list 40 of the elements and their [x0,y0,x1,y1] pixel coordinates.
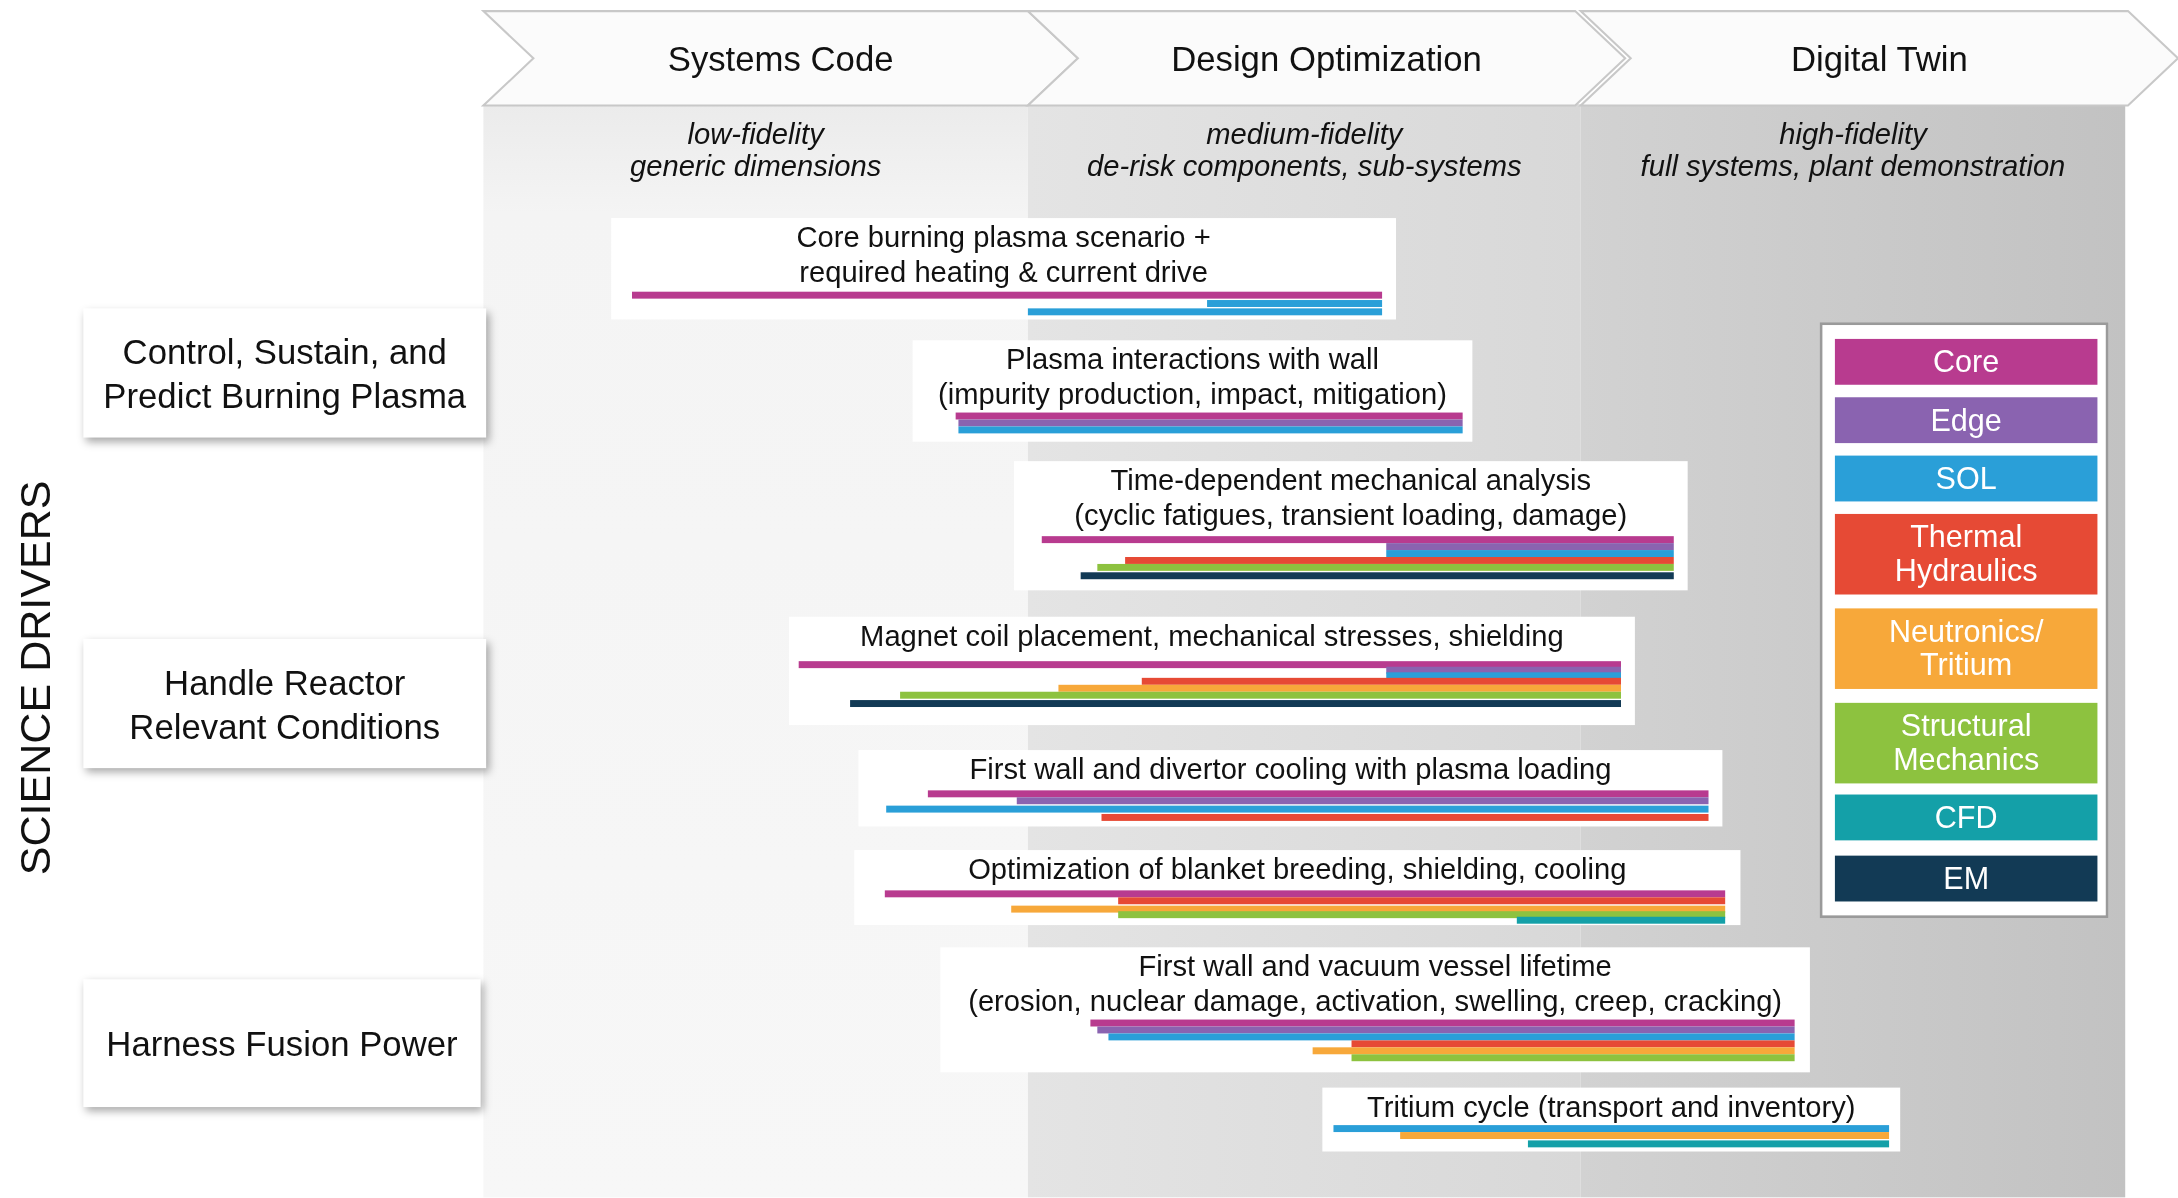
task-card [788,616,1635,726]
phase-title: Systems Code [667,38,894,79]
driver-box: Harness Fusion Power [83,979,481,1108]
task-card [611,218,1396,320]
legend-swatch: Thermal Hydraulics [1834,513,2098,595]
task-detail: (impurity production, impact, mitigation) [936,376,1448,412]
fidelity-note: full systems, plant demonstration [1639,150,2067,182]
task-title: First wall and divertor cooling with plasma loading [968,751,1613,787]
task-card [940,947,1810,1073]
legend-swatch: Core [1834,338,2098,385]
legend-swatch: EM [1834,855,2098,902]
legend-swatch: SOL [1834,455,2098,502]
fidelity-note: medium-fidelity [1205,118,1405,150]
task-card [1322,1087,1901,1152]
task-title: Tritium cycle (transport and inventory) [1366,1089,1857,1124]
task-title: Magnet coil placement, mechanical stresses, shielding [859,618,1565,653]
task-card [1014,461,1688,591]
phase-title: Design Optimization [1171,38,1482,79]
legend-swatch: Neutronics/ Tritium [1834,608,2098,689]
phase-title: Digital Twin [1790,38,1968,79]
legend-swatch: Structural Mechanics [1834,702,2098,784]
task-title: Optimization of blanket breeding, shielding, cooling [967,851,1628,887]
task-title: Plasma interactions with wall [1005,342,1380,377]
fidelity-note: generic dimensions [628,150,883,182]
driver-box: Handle Reactor Relevant Conditions [83,638,487,769]
legend-swatch: CFD [1834,794,2098,841]
axis-label: SCIENCE DRIVERS [11,480,61,876]
task-detail: (erosion, nuclear damage, activation, swelling, creep, cracking) [967,983,1784,1019]
task-detail: (cyclic fatigues, transient loading, damage) [1073,497,1629,532]
driver-box: Control, Sustain, and Predict Burning Plasma [83,308,487,438]
task-title: First wall and vacuum vessel lifetime [1137,949,1613,984]
legend-swatch: Edge [1834,397,2098,444]
task-title: Time-dependent mechanical analysis [1109,462,1593,498]
fidelity-note: high-fidelity [1778,118,1929,150]
task-card [854,850,1741,926]
task-card [912,340,1473,442]
task-card [858,750,1723,827]
fidelity-note: low-fidelity [686,118,826,150]
task-title: Core burning plasma scenario + required heating & current drive [795,219,1212,289]
fidelity-note: de-risk components, sub-systems [1086,150,1523,182]
